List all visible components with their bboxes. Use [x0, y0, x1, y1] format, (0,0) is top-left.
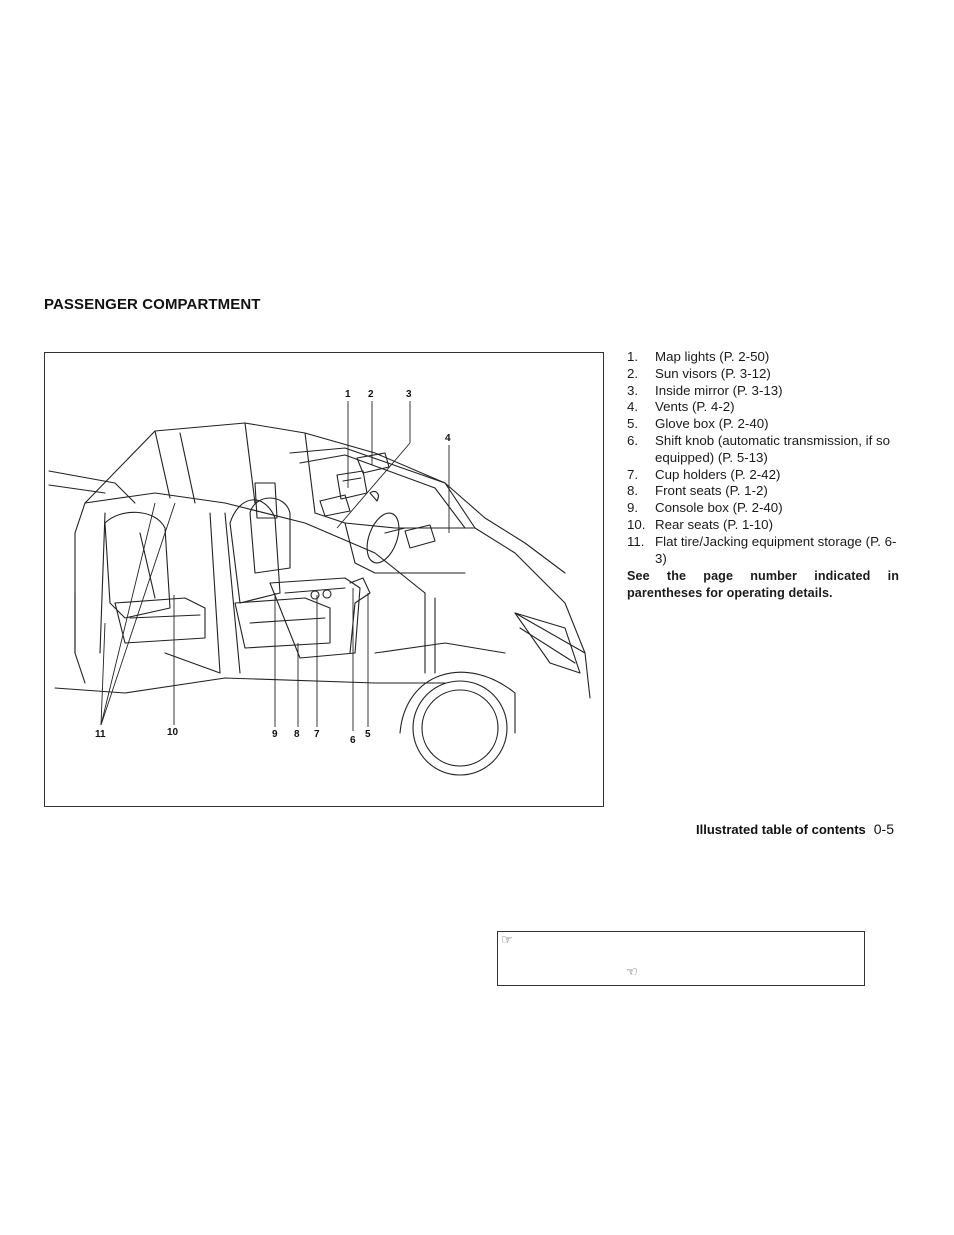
footer-section-title: Illustrated table of contents [696, 822, 866, 837]
callout-11: 11 [95, 729, 106, 740]
legend-item-text: Console box (P. 2-40) [655, 500, 783, 516]
legend-item-text: Flat tire/Jacking equipment storage (P. … [655, 533, 897, 566]
legend-item-number: 11. [627, 533, 645, 549]
legend-item: 9. Console box (P. 2-40) [627, 500, 899, 517]
vehicle-interior-illustration: 1 2 3 4 5 6 7 8 9 10 11 [48, 389, 591, 776]
page-footer: Illustrated table of contents 0-5 [696, 821, 894, 837]
legend-item-text: Sun visors (P. 3-12) [655, 365, 771, 381]
legend-item-text: Shift knob (automatic transmission, if s… [655, 432, 891, 465]
legend-list: 1. Map lights (P. 2-50) 2. Sun visors (P. 3… [627, 349, 899, 567]
legend-item: 4. Vents (P. 4-2) [627, 399, 899, 416]
legend-item: 5. Glove box (P. 2-40) [627, 416, 899, 433]
legend-item-text: Map lights (P. 2-50) [655, 349, 770, 364]
legend-item-text: Rear seats (P. 1-10) [655, 516, 774, 532]
callout-4: 4 [445, 433, 451, 444]
legend-item: 3. Inside mirror (P. 3-13) [627, 383, 899, 400]
legend-item: 11. Flat tire/Jacking equipment storage (… [627, 534, 899, 568]
legend-item-number: 9. [627, 500, 639, 516]
legend-item: 1. Map lights (P. 2-50) [627, 349, 899, 366]
legend-item: 10. Rear seats (P. 1-10) [627, 517, 899, 534]
legend-item-number: 3. [627, 382, 639, 398]
pointing-hand-left-icon: ☜ [626, 964, 638, 979]
legend-item-number: 4. [627, 399, 639, 415]
callout-5: 5 [365, 729, 371, 740]
callout-8: 8 [294, 729, 300, 740]
callout-1: 1 [345, 389, 351, 400]
legend-item-number: 8. [627, 483, 639, 499]
page-number: 0-5 [873, 821, 894, 837]
legend-item-text: Glove box (P. 2-40) [655, 416, 769, 432]
operating-details-note: See the page number indicated in parenth… [627, 569, 899, 600]
callout-9: 9 [272, 729, 278, 740]
legend-item-text: Vents (P. 4-2) [655, 399, 735, 415]
legend-item-number: 10. [627, 516, 646, 532]
legend-item: 7. Cup holders (P. 2-42) [627, 467, 899, 484]
callout-7: 7 [314, 729, 320, 740]
legend-item-number: 5. [627, 416, 639, 432]
legend-item: 2. Sun visors (P. 3-12) [627, 366, 899, 383]
passenger-compartment-figure: 1 2 3 4 5 6 7 8 9 10 11 [44, 352, 604, 807]
callout-2: 2 [368, 389, 374, 400]
callout-6: 6 [350, 735, 356, 746]
legend-item-number: 7. [627, 466, 639, 482]
legend-item-number: 1. [627, 349, 639, 364]
legend-item-number: 2. [627, 365, 639, 381]
legend-item-text: Front seats (P. 1-2) [655, 483, 768, 499]
legend-item-text: Inside mirror (P. 3-13) [655, 382, 783, 398]
section-title: PASSENGER COMPARTMENT [44, 296, 261, 313]
legend-item: 6. Shift knob (automatic transmission, if… [627, 433, 899, 467]
legend: 1. Map lights (P. 2-50) 2. Sun visors (P. 3… [627, 349, 899, 601]
legend-item: 8. Front seats (P. 1-2) [627, 483, 899, 500]
callout-10: 10 [167, 727, 179, 738]
callout-3: 3 [406, 389, 412, 400]
pointing-hand-right-icon: ☞ [501, 932, 513, 947]
cross-reference-box: ☞ ☜ [497, 931, 865, 986]
legend-item-text: Cup holders (P. 2-42) [655, 466, 781, 482]
legend-item-number: 6. [627, 432, 639, 448]
